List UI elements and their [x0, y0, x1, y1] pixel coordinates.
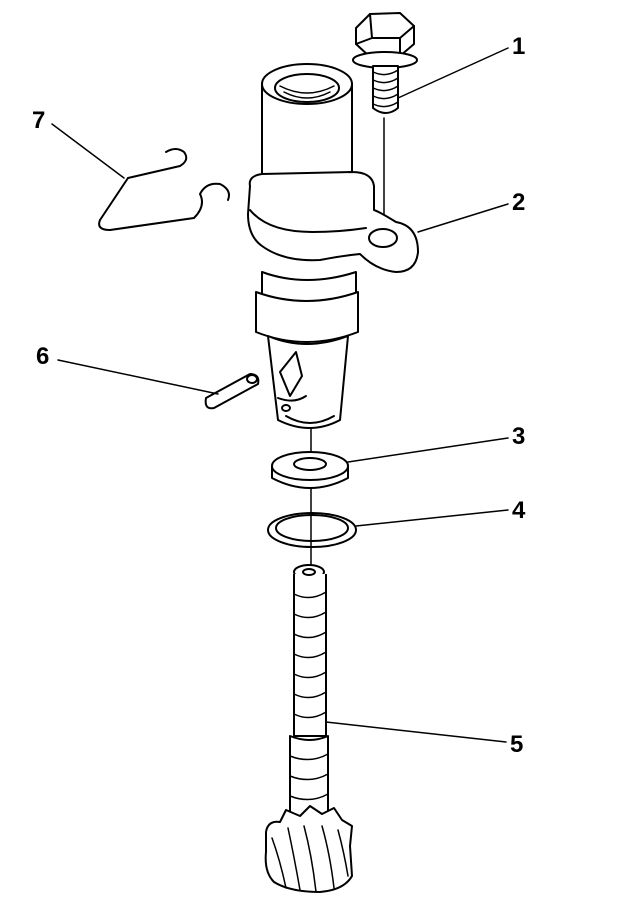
callout-6: 6	[36, 343, 49, 370]
part-o-ring	[267, 512, 357, 548]
leader-line-1	[397, 47, 509, 99]
leader-lines	[51, 47, 509, 743]
callout-5: 5	[510, 731, 523, 758]
leader-line-7	[51, 123, 125, 179]
part-housing	[247, 63, 419, 567]
part-retainer-clip	[98, 148, 230, 231]
callout-7: 7	[32, 107, 45, 134]
leader-line-2	[417, 203, 509, 233]
callout-3: 3	[512, 423, 525, 450]
callout-4: 4	[512, 497, 526, 524]
callout-labels: 1 2 3 4 5 6 7	[32, 33, 526, 758]
part-driven-gear-shaft	[264, 564, 353, 893]
leader-line-3	[347, 437, 509, 463]
part-seal-washer	[271, 451, 349, 489]
leader-line-5	[325, 721, 507, 743]
leader-line-4	[355, 509, 509, 527]
callout-1: 1	[512, 33, 525, 60]
part-roll-pin	[204, 373, 260, 410]
callout-2: 2	[512, 189, 525, 216]
leader-line-6	[57, 359, 219, 395]
